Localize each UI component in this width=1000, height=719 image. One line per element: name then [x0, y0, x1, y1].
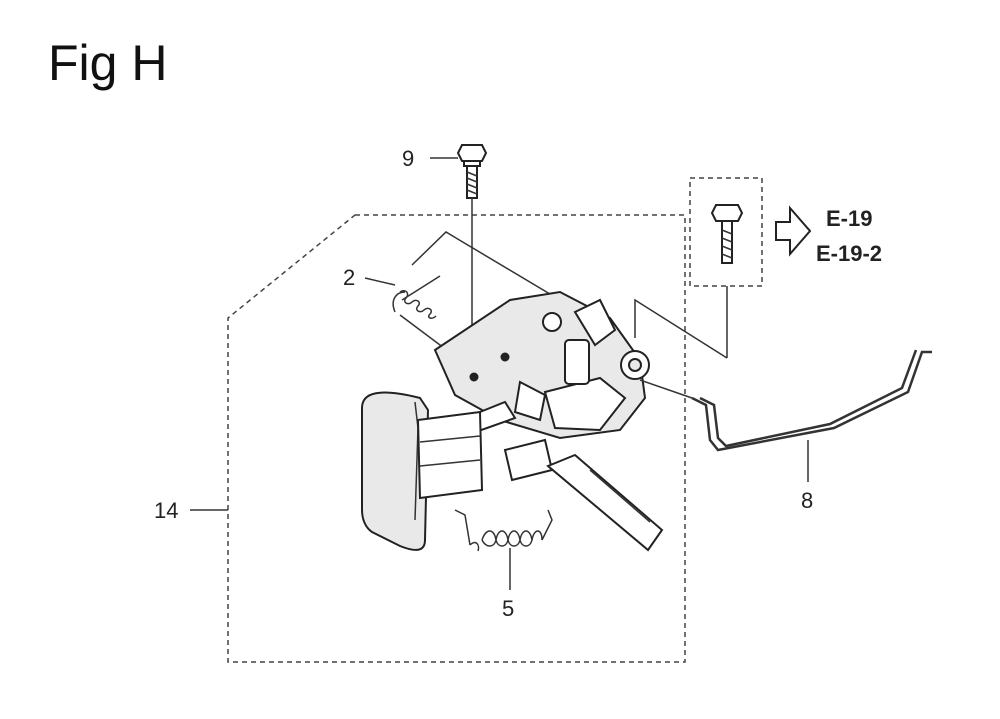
governor-plate [433, 290, 650, 482]
callout-part-5: 5 [502, 596, 515, 621]
assembly-boundary [227, 214, 686, 663]
governor-rod-8 [639, 349, 932, 452]
control-arm [546, 453, 664, 552]
leader-2 [364, 277, 396, 286]
callout-part-2: 2 [343, 265, 356, 290]
callout-part-14: 14 [154, 498, 179, 523]
reference-e-19-2: E-19-2 [816, 241, 883, 266]
reference-bolt [634, 177, 763, 359]
reference-box [689, 177, 763, 287]
callout-part-9: 9 [402, 146, 415, 171]
bolt-9 [456, 144, 488, 368]
reference-e-19: E-19 [826, 206, 873, 231]
figure-title: Fig H [48, 35, 168, 91]
reference-arrow [775, 205, 812, 257]
spring-5 [454, 509, 553, 552]
side-pad [361, 391, 484, 551]
callout-part-8: 8 [801, 488, 814, 513]
